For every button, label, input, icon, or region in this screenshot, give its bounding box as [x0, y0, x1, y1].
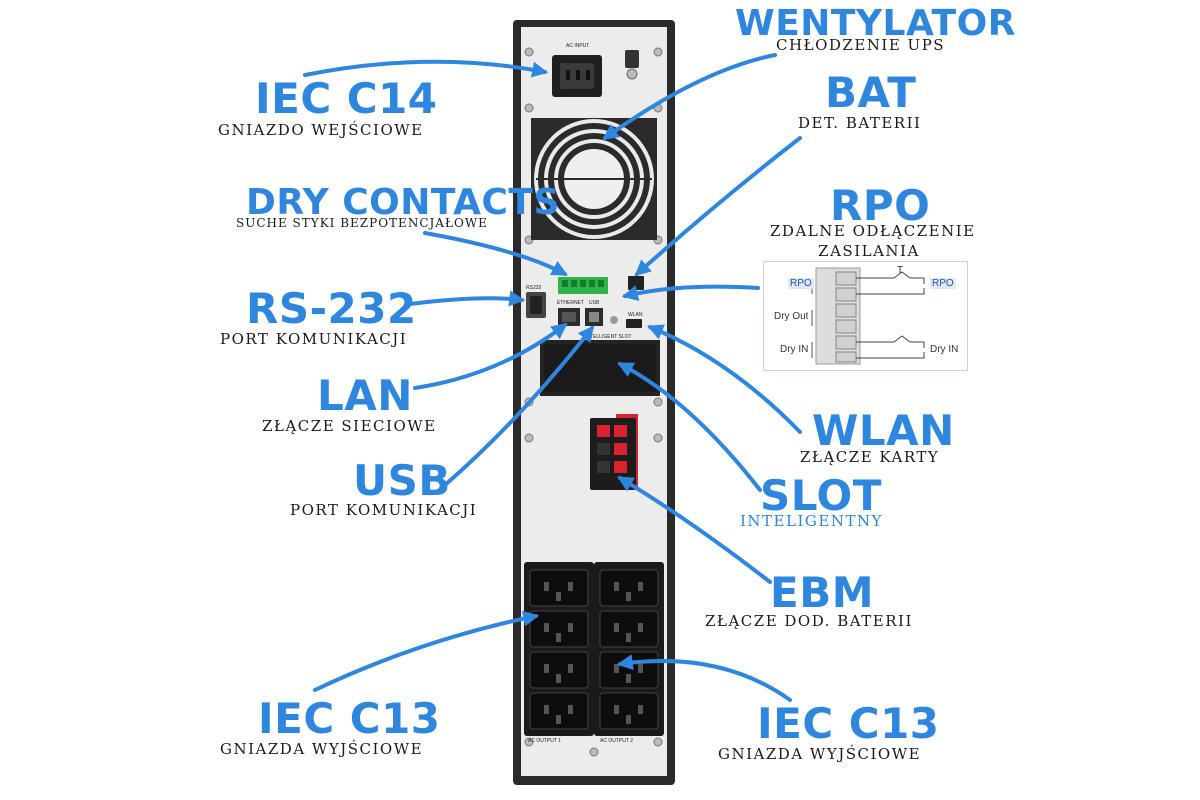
- ac-input-text: AC INPUT: [566, 43, 590, 49]
- usb-subtitle: PORT KOMUNIKACJI: [290, 501, 478, 519]
- iec-c14-inlet: [552, 55, 602, 97]
- intelligent-slot: [540, 340, 660, 396]
- arrow-iec-c13-left: [313, 610, 540, 692]
- iec-c13-outlet: [599, 692, 659, 730]
- rs232-port: [526, 292, 546, 318]
- ac-output-2-text: AC OUTPUT 2: [600, 738, 633, 744]
- dry-contacts-terminal: [558, 277, 608, 294]
- dry-in-right-label: Dry IN: [930, 344, 959, 355]
- usb-text: USB: [589, 300, 600, 306]
- arrow-iec-c14: [303, 59, 549, 78]
- rs232-title: RS-232: [246, 284, 417, 333]
- intelligent-slot-text: INTELLIGENT SLOT: [585, 334, 632, 340]
- arrow-dry-contacts: [423, 231, 568, 276]
- iec-c13-left-title: IEC C13: [258, 694, 441, 743]
- usb-title: USB: [353, 456, 451, 505]
- arrow-wlan: [647, 324, 802, 434]
- arrow-rs232: [408, 290, 526, 307]
- dry-contacts-title: DRY CONTACTS: [246, 182, 560, 223]
- rpo-title: RPO: [830, 181, 931, 230]
- bat-subtitle: DET. BATERII: [798, 114, 922, 132]
- iec-c13-left-subtitle: GNIAZDA WYJŚCIOWE: [220, 740, 424, 758]
- wentylator-title: WENTYLATOR: [735, 3, 1016, 44]
- arrow-lan: [413, 323, 568, 390]
- ethernet-text: ETHERNET: [557, 300, 584, 306]
- arrow-ebm: [617, 476, 772, 584]
- slot-subtitle: INTELIGENTNY: [740, 512, 883, 530]
- wlan-title: WLAN: [812, 406, 955, 455]
- input-breaker: [625, 50, 639, 80]
- wlan-port: [626, 319, 642, 328]
- arrow-rpo: [621, 284, 760, 301]
- iec-c13-outlet: [529, 651, 589, 689]
- arrow-iec-c13-right: [616, 654, 792, 702]
- lan-subtitle: ZŁĄCZE SIECIOWE: [262, 417, 437, 435]
- usb-port: [585, 308, 603, 326]
- dry-contacts-subtitle: SUCHE STYKI BEZPOTENCJAŁOWE: [236, 216, 488, 230]
- iec-c13-outlet: [599, 610, 659, 648]
- wentylator-subtitle: CHŁODZENIE UPS: [776, 36, 946, 54]
- iec-c13-outlet: [529, 569, 589, 607]
- ethernet-port: [558, 308, 580, 326]
- rs232-subtitle: PORT KOMUNIKACJI: [220, 330, 408, 348]
- iec-c14-subtitle: GNIAZDO WEJŚCIOWE: [218, 121, 424, 139]
- rpo-left-label: RPO: [788, 278, 814, 289]
- fan-grille: [531, 118, 657, 240]
- rpo-wiring-diagram: RPO RPO Dry Out Dry IN Dry IN T: [763, 261, 968, 371]
- iec-c13-outlet: [599, 569, 659, 607]
- slot-title: SLOT: [760, 471, 882, 520]
- switch-symbol: T: [897, 265, 904, 276]
- iec-c14-title: IEC C14: [255, 74, 438, 123]
- wlan-subtitle: ZŁĄCZE KARTY: [800, 448, 940, 466]
- iec-c13-outlet: [529, 692, 589, 730]
- arrow-wentylator: [602, 53, 777, 140]
- wlan-text: WLAN: [628, 312, 643, 318]
- arrow-bat: [634, 136, 802, 277]
- lan-title: LAN: [317, 371, 413, 420]
- arrow-usb: [443, 325, 594, 487]
- dry-out-label: Dry Out: [774, 311, 809, 322]
- ac-output-1-text: AC OUTPUT 1: [528, 738, 561, 744]
- ebm-title: EBM: [770, 568, 874, 617]
- rpo-subtitle-line1: ZDALNE ODŁĄCZENIE: [770, 222, 976, 240]
- rpo-subtitle-line2: ZASILANIA: [818, 242, 920, 260]
- rs232-text: RS232: [526, 285, 542, 291]
- iec-c13-right-title: IEC C13: [757, 699, 940, 748]
- iec-c13-right-subtitle: GNIAZDA WYJŚCIOWE: [718, 745, 922, 763]
- iec-c13-outlet: [529, 610, 589, 648]
- ebm-subtitle: ZŁĄCZE DOD. BATERII: [705, 612, 913, 630]
- ground-screw: [610, 316, 618, 324]
- arrow-slot: [617, 362, 762, 492]
- rpo-right-label: RPO: [930, 278, 956, 289]
- ebm-connector: [590, 414, 638, 490]
- bat-title: BAT: [825, 68, 917, 117]
- dry-in-left-label: Dry IN: [780, 344, 809, 355]
